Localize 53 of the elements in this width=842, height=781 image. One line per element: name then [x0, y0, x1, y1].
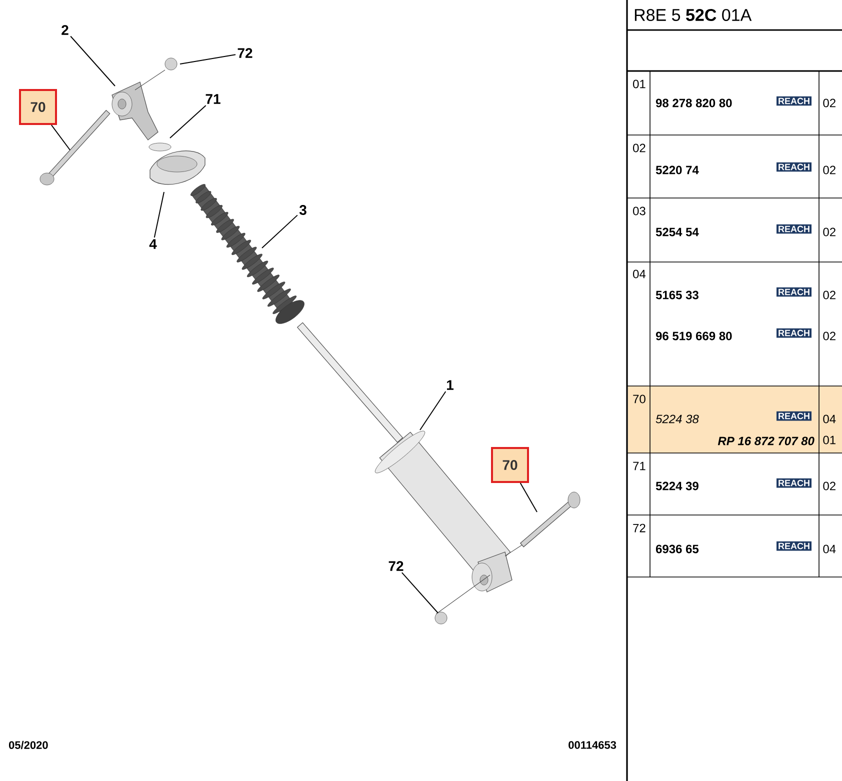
callout-box: 70	[19, 89, 57, 125]
quantity: 04	[823, 544, 836, 554]
reach-badge: REACH	[776, 287, 812, 297]
table-title: R8E 5 52C 01A	[634, 8, 752, 22]
callout-number: 71	[206, 94, 220, 104]
row-number: 04	[633, 270, 646, 278]
reach-badge: REACH	[776, 328, 812, 338]
quantity: 02	[823, 332, 836, 340]
leader-line	[262, 214, 298, 248]
reach-badge: REACH	[776, 96, 812, 106]
quantity: 02	[823, 482, 836, 490]
part-number: 5165 33	[656, 290, 698, 300]
callout-number: 1	[447, 380, 454, 390]
quantity: 01	[823, 436, 836, 444]
leader-line	[401, 572, 438, 614]
row-number: 01	[633, 80, 646, 88]
part-number: 5224 38	[656, 414, 699, 424]
row-number: 02	[633, 144, 646, 152]
part-number: 5224 39	[656, 482, 698, 490]
callout-number: 72	[388, 561, 404, 571]
part-number: 5220 74	[656, 166, 699, 174]
part-number: 6936 65	[656, 544, 699, 554]
reach-badge: REACH	[776, 162, 812, 172]
row-number: 03	[633, 206, 646, 216]
callout-number: 4	[149, 239, 157, 249]
part-number: RP 16 872 707 80	[718, 436, 814, 446]
quantity: 02	[823, 98, 836, 108]
callout-number: 2	[62, 25, 68, 35]
row-number: 71	[633, 462, 646, 470]
leader-line	[154, 192, 164, 238]
row-number: 72	[633, 524, 646, 532]
reach-badge: REACH	[776, 478, 812, 488]
row-number: 70	[633, 394, 646, 404]
callout-box: 70	[491, 447, 529, 483]
part-number: 5254 54	[656, 228, 699, 236]
quantity: 02	[823, 290, 836, 300]
leader-line	[50, 124, 70, 150]
quantity: 02	[823, 228, 836, 236]
part-number: 98 278 820 80	[656, 98, 732, 108]
part-number: 96 519 669 80	[656, 332, 732, 340]
date-note: 05/2020	[8, 740, 48, 750]
leader-line	[180, 54, 236, 64]
quantity: 04	[823, 414, 836, 424]
leader-line	[70, 36, 116, 86]
leader-line	[170, 105, 206, 138]
leader-line	[520, 482, 538, 512]
drawing-number: 00114653	[568, 741, 616, 749]
callout-number: 72	[238, 48, 252, 58]
leader-line	[420, 391, 446, 430]
reach-badge: REACH	[776, 541, 812, 551]
reach-badge: REACH	[776, 224, 812, 234]
callout-number: 3	[299, 205, 306, 215]
quantity: 02	[823, 166, 836, 174]
